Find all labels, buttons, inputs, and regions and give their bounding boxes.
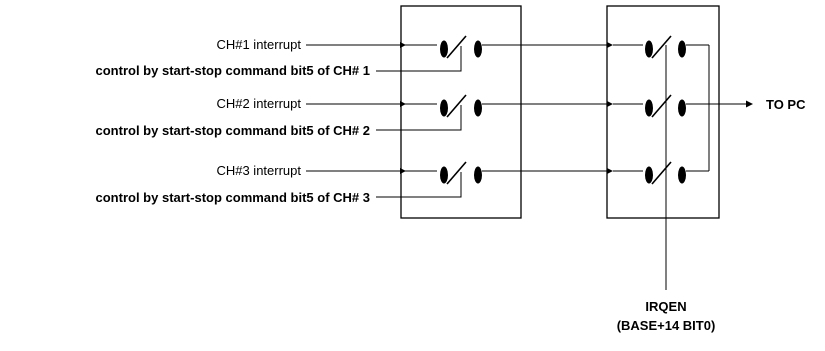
ch3-interrupt-label: CH#3 interrupt (216, 163, 301, 178)
ch3-control-line (376, 172, 462, 198)
ch3-switch-lever (446, 161, 467, 185)
ch1-interrupt-label: CH#1 interrupt (216, 37, 301, 52)
ch3-link-arrow (607, 168, 613, 174)
ch3-irq-switch-lever (651, 161, 672, 185)
ch3-irq-right-contact (678, 166, 686, 184)
irqen-label: IRQEN (645, 299, 686, 314)
ch1-switch-right-contact (474, 40, 482, 58)
ch1-irq-switch-lever (651, 35, 672, 59)
ch1-switch-left-contact (440, 40, 448, 58)
ch3-control-label: control by start-stop command bit5 of CH… (96, 190, 370, 205)
ch2-irq-right-contact (678, 99, 686, 117)
channel-switch-box (400, 5, 522, 219)
ch2-link-arrow (607, 101, 613, 107)
ch1-control-label: control by start-stop command bit5 of CH… (96, 63, 370, 78)
ch1-switch-lever (446, 35, 467, 59)
irqen-switch-box (606, 5, 720, 219)
ch2-irq-switch-lever (651, 94, 672, 118)
to-pc-arrow (746, 100, 753, 108)
to-pc-label: TO PC (766, 97, 806, 112)
ch1-irq-left-contact (645, 40, 653, 58)
ch3-irq-left-contact (645, 166, 653, 184)
ch1-irq-right-contact (678, 40, 686, 58)
ch1-link-arrow (607, 42, 613, 48)
ch3-switch-right-contact (474, 166, 482, 184)
ch1-control-line (376, 46, 462, 72)
ch2-interrupt-label: CH#2 interrupt (216, 96, 301, 111)
ch2-control-line (376, 105, 462, 131)
ch2-control-label: control by start-stop command bit5 of CH… (96, 123, 370, 138)
ch2-switch-right-contact (474, 99, 482, 117)
ch2-switch-left-contact (440, 99, 448, 117)
ch2-switch-lever (446, 94, 467, 118)
irqen-sublabel: (BASE+14 BIT0) (617, 318, 716, 333)
ch2-irq-left-contact (645, 99, 653, 117)
ch3-switch-left-contact (440, 166, 448, 184)
